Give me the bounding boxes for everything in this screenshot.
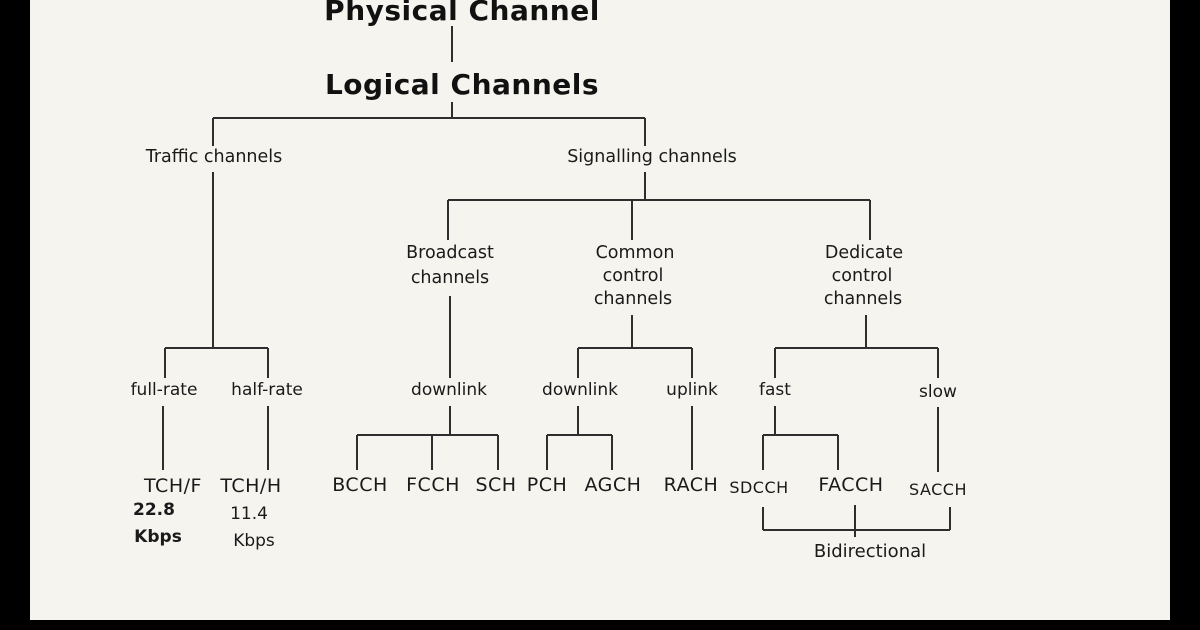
tchf-label: TCH/F [144, 475, 202, 497]
common-control-connectors [546, 315, 693, 470]
logical-channels-title: Logical Channels [324, 68, 600, 101]
pch-label: PCH [526, 474, 568, 496]
traffic-channels-label: Traffic channels [145, 147, 283, 167]
diagram-canvas [30, 0, 1170, 620]
tchh-rate-unit: Kbps [233, 531, 275, 551]
common-uplink-label: uplink [666, 380, 718, 400]
broadcast-label-line2: channels [410, 268, 490, 288]
tchh-rate-value: 11.4 [230, 504, 268, 524]
bidirectional-bracket [762, 505, 951, 537]
facch-label: FACCH [818, 474, 884, 496]
right-frame-bar [1170, 0, 1200, 630]
slow-label: slow [919, 382, 957, 402]
left-frame-bar [0, 0, 30, 630]
dedicated-label-line3: channels [823, 289, 903, 309]
dedicated-control-connectors [762, 315, 939, 472]
signalling-connectors [447, 172, 871, 240]
broadcast-downlink-label: downlink [411, 380, 487, 400]
broadcast-connectors [356, 296, 499, 470]
full-rate-label: full-rate [130, 380, 198, 400]
half-rate-label: half-rate [231, 380, 303, 400]
sdcch-label: SDCCH [729, 478, 789, 497]
common-label-line2: control [602, 266, 664, 286]
bcch-label: BCCH [332, 474, 388, 496]
tchf-rate-unit: Kbps [134, 527, 182, 547]
tchh-label: TCH/H [220, 475, 282, 497]
signalling-channels-label: Signalling channels [567, 147, 737, 167]
common-label-line3: channels [593, 289, 673, 309]
dedicated-label-line2: control [831, 266, 893, 286]
common-label-line1: Common [595, 243, 675, 263]
fast-label: fast [759, 380, 791, 400]
dedicated-label-line1: Dedicate [824, 243, 904, 263]
fcch-label: FCCH [406, 474, 460, 496]
tchf-rate-value: 22.8 [133, 500, 175, 520]
agch-label: AGCH [584, 474, 642, 496]
sch-label: SCH [475, 474, 517, 496]
bidirectional-label: Bidirectional [813, 541, 927, 562]
traffic-connectors [162, 172, 269, 470]
root-connectors [212, 26, 646, 146]
rach-label: RACH [663, 474, 719, 496]
physical-channel-title: Physical Channel [324, 0, 600, 27]
sacch-label: SACCH [909, 480, 967, 499]
broadcast-label-line1: Broadcast [406, 243, 494, 263]
common-downlink-label: downlink [542, 380, 618, 400]
